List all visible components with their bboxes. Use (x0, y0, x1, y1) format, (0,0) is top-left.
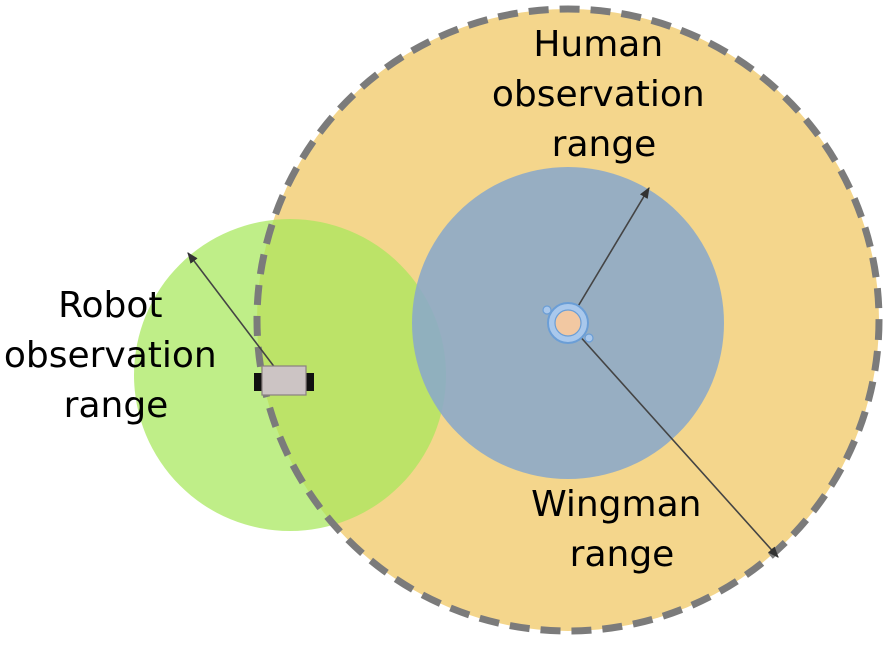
human-observation-border (253, 5, 883, 635)
robot-range-label: Robot observation range (4, 285, 228, 426)
robot-wheel-right (305, 373, 314, 391)
wingman-label-line-1: Wingman (531, 484, 701, 525)
human-head (554, 309, 582, 337)
robot-icon (254, 365, 314, 396)
human-range-label: Human observation range (492, 24, 716, 165)
human-hand-right (584, 333, 594, 343)
robot-label-line-3: range (64, 385, 169, 426)
wingman-radius-arrow (567, 187, 650, 324)
wingman-label-line-2: range (570, 534, 675, 575)
wingman-range-label: Wingman range (531, 484, 713, 575)
robot-label-line-1: Robot (58, 285, 162, 326)
robot-wheel-left (254, 373, 263, 391)
human-label-line-2: observation (492, 74, 705, 115)
human-hand-left (542, 305, 552, 315)
human-label-line-1: Human (533, 24, 663, 65)
human-label-line-3: range (552, 124, 657, 165)
human-radius-arrow (567, 322, 779, 558)
robot-label-line-2: observation (4, 335, 217, 376)
robot-body (261, 365, 307, 396)
robot-radius-arrow (187, 252, 286, 382)
human-icon (542, 302, 594, 344)
